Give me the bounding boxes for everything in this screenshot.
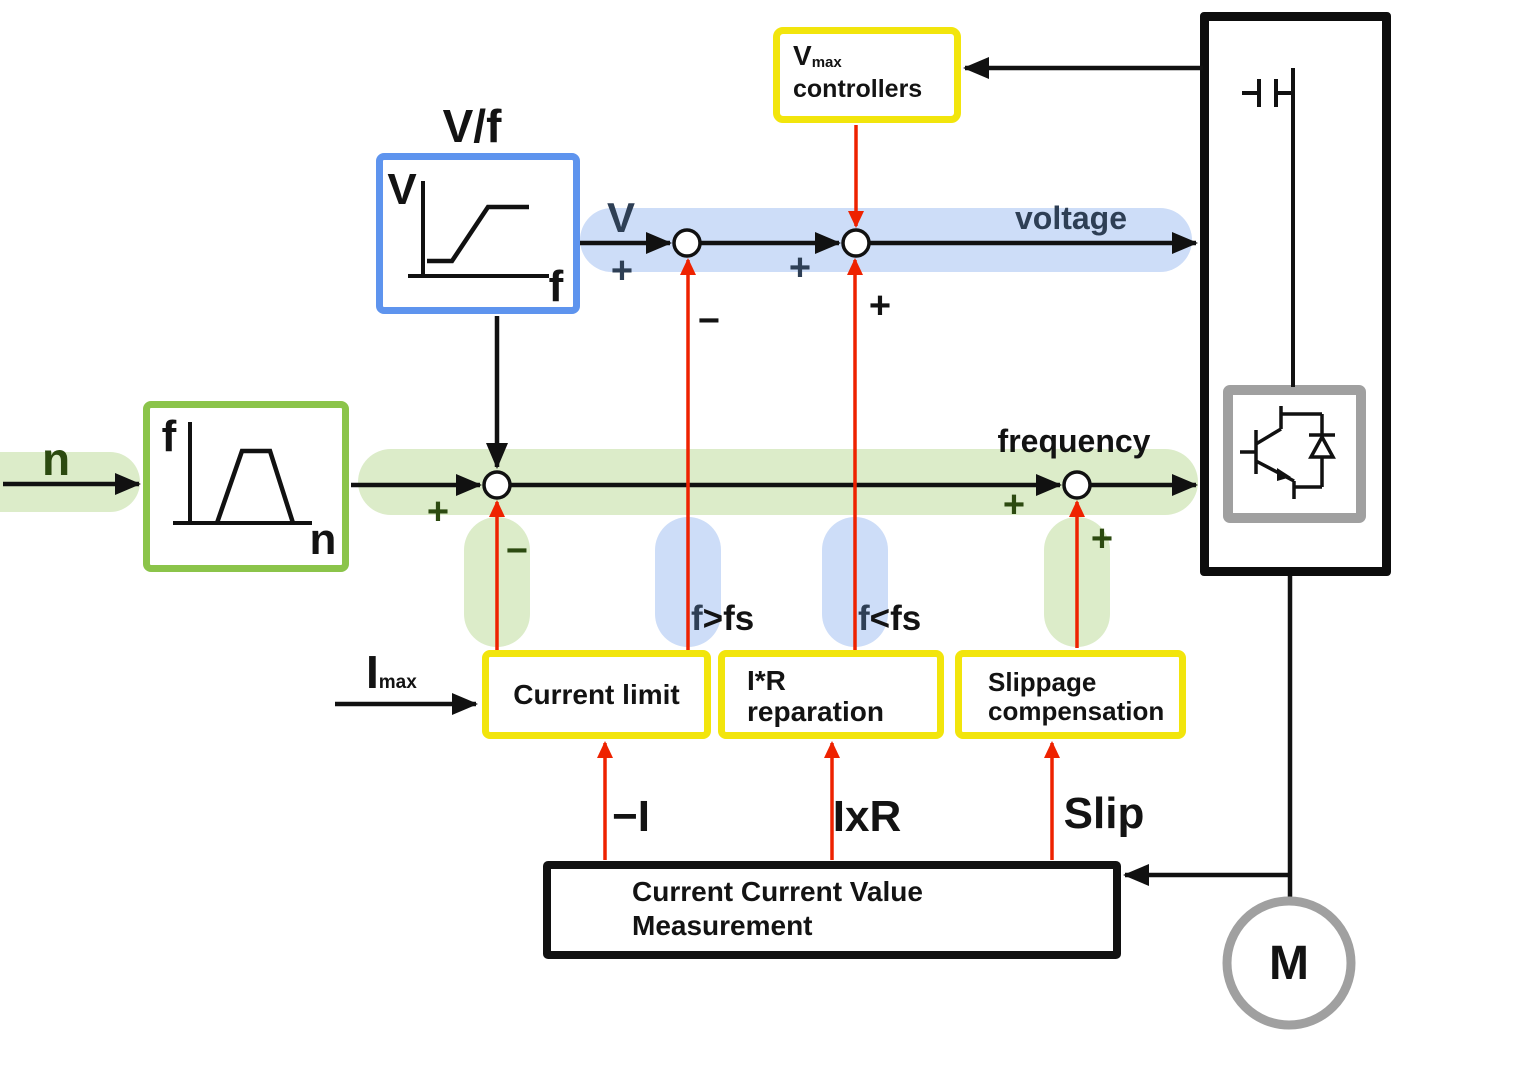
f-gt-fs-label: f>fs [691, 599, 755, 638]
summing-junctions [482, 228, 1092, 500]
ramp-curve-graph [173, 422, 312, 525]
measurement-label-line2: Measurement [632, 910, 813, 941]
motor-label: M [1269, 937, 1309, 990]
current-limit-box: Current limit [482, 650, 711, 739]
freq-sum2-fb-plus-sign: + [1090, 518, 1114, 560]
current-measurement-box: Current Current Value Measurement [543, 861, 1121, 959]
capacitor-icon [1242, 68, 1295, 387]
vmax-controllers-box: Vmax controllers [773, 27, 961, 123]
voltage-sum2-fb-plus-sign: + [868, 285, 892, 327]
freq-sum1-minus-sign: − [505, 530, 529, 572]
ir-reparation-box: I*R reparation [718, 650, 944, 739]
ixr-feedback-label: IxR [832, 792, 902, 841]
freq-sum1-plus-sign: + [426, 491, 450, 533]
voltage-sum2-junction [841, 228, 871, 258]
slip-feedback-label: Slip [1063, 789, 1145, 838]
speed-ramp-box [143, 401, 349, 572]
current-limit-label: Current limit [513, 678, 680, 710]
igbt-diode-icon [1240, 406, 1336, 499]
ramp-x-axis-label: n [309, 515, 337, 564]
vf-curve-graph [408, 181, 549, 278]
ir-label-line2: reparation [747, 696, 884, 727]
slippage-label-line1: Slippage [988, 667, 1097, 697]
frequency-path-label: frequency [997, 423, 1151, 459]
f-lt-fs-label: f<fs [858, 599, 922, 638]
freq-sum2-plus-sign: + [1002, 484, 1026, 526]
imax-input-label: Imax [366, 646, 417, 698]
black-signal-arrows [3, 57, 1293, 899]
vf-characteristic-box [376, 153, 580, 314]
voltage-sum1-minus-sign: − [697, 300, 721, 342]
neg-i-feedback-label: −I [612, 792, 650, 841]
motor-symbol [1222, 896, 1356, 1030]
voltage-sum1-junction [672, 228, 702, 258]
frequency-sum1-junction [482, 470, 512, 500]
voltage-sum2-plus-sign: + [788, 247, 812, 289]
n-input-label: n [41, 433, 71, 485]
vf-box-title: V/f [442, 100, 502, 152]
vmax-label: Vmax [793, 40, 842, 71]
controllers-label: controllers [793, 75, 923, 103]
frequency-sum2-junction [1062, 470, 1092, 500]
measurement-label-line1: Current Current Value [632, 876, 923, 907]
voltage-path-label: voltage [1014, 200, 1128, 236]
slippage-label-line2: compensation [988, 696, 1165, 726]
igbt-module-box [1223, 385, 1366, 523]
v-signal-label: V [606, 194, 636, 241]
red-feedback-arrows [489, 125, 1085, 860]
ir-label-line1: I*R [747, 665, 786, 696]
vf-y-axis-label: V [387, 165, 417, 214]
ramp-y-axis-label: f [161, 412, 177, 461]
vf-x-axis-label: f [548, 262, 564, 311]
voltage-sum1-plus-sign: + [610, 250, 634, 292]
slippage-compensation-box: Slippage compensation [955, 650, 1186, 739]
